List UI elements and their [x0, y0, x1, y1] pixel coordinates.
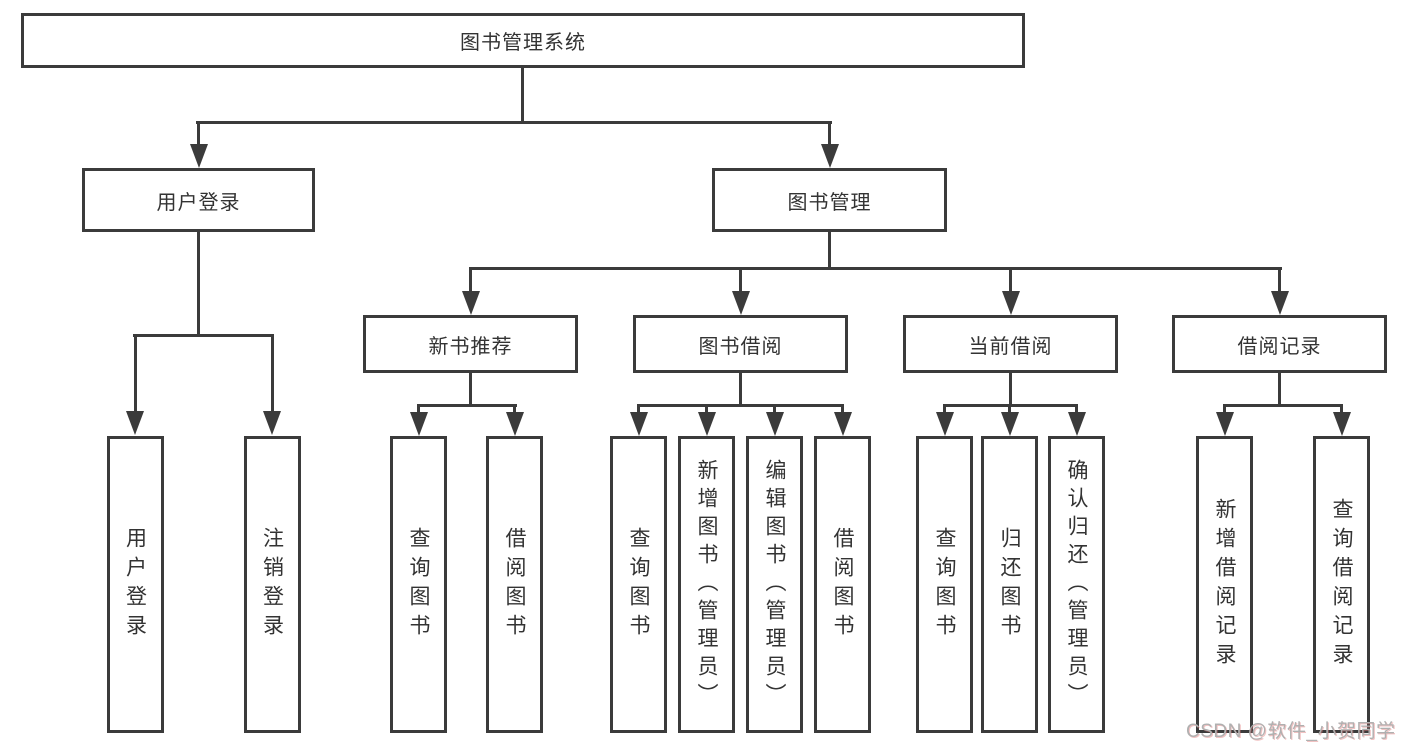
- leaf-logout: 注销登录: [243, 436, 301, 733]
- connector-stem: [739, 373, 742, 407]
- connector-stem: [943, 404, 946, 413]
- leaf-label: 查询借阅记录: [1330, 497, 1353, 672]
- connector-stem: [1075, 404, 1078, 413]
- leaf-borrow-books-recommend: 借阅图书: [486, 436, 543, 733]
- connector-stem: [270, 334, 274, 411]
- connector-userlogin-stem: [197, 232, 200, 337]
- node-user-login: 用户登录: [82, 168, 315, 232]
- connector-root-stem: [521, 68, 524, 124]
- leaf-add-borrow-record: 新增借阅记录: [1196, 436, 1253, 733]
- connector-stem: [133, 334, 137, 411]
- connector-userlogin-hline: [133, 334, 274, 337]
- connector-stem: [469, 373, 472, 407]
- node-label: 图书管理: [787, 191, 872, 214]
- leaf-label: 用户登录: [123, 526, 147, 643]
- leaf-label: 借阅图书: [503, 526, 526, 643]
- connector-stem: [1009, 267, 1012, 293]
- arrow-down-icon: [409, 412, 428, 436]
- node-borrow-records: 借阅记录: [1172, 315, 1387, 373]
- arrow-down-icon: [1067, 412, 1086, 436]
- connector-stem: [841, 404, 844, 413]
- connector-stem: [417, 404, 420, 413]
- leaf-label: 借阅图书: [831, 526, 854, 643]
- leaf-edit-book-admin: 编辑图书（管理员）: [746, 436, 803, 733]
- leaf-label: 归还图书: [998, 526, 1021, 643]
- arrow-down-icon: [263, 411, 281, 435]
- leaf-query-books-current: 查询图书: [916, 436, 973, 733]
- node-library-management-system: 图书管理系统: [21, 13, 1025, 68]
- arrow-down-icon: [461, 291, 480, 315]
- leaf-label: 查询图书: [933, 526, 956, 643]
- connector-stem: [1278, 267, 1281, 293]
- leaf-label: 查询图书: [627, 526, 650, 643]
- leaf-label: 新增图书（管理员）: [695, 458, 718, 711]
- leaf-query-borrow-record: 查询借阅记录: [1313, 436, 1370, 733]
- connector-stem: [1223, 404, 1226, 413]
- node-current-borrow: 当前借阅: [903, 315, 1118, 373]
- connector-hline: [637, 404, 844, 407]
- leaf-query-books-recommend: 查询图书: [390, 436, 447, 733]
- node-label: 当前借阅: [968, 335, 1053, 358]
- arrow-down-icon: [505, 412, 524, 436]
- watermark: CSDN @软件_小贺同学: [1186, 721, 1396, 742]
- arrow-down-icon: [820, 144, 839, 168]
- leaf-label: 编辑图书（管理员）: [763, 458, 786, 711]
- node-label: 借阅记录: [1237, 335, 1322, 358]
- leaf-user-login: 用户登录: [106, 436, 164, 733]
- arrow-down-icon: [1332, 412, 1351, 436]
- connector-stem: [1009, 373, 1012, 407]
- leaf-return-books: 归还图书: [981, 436, 1038, 733]
- node-book-borrow: 图书借阅: [633, 315, 848, 373]
- node-label: 图书借阅: [698, 335, 783, 358]
- node-label: 图书管理系统: [460, 32, 586, 54]
- connector-bookmgmt-hline: [469, 267, 1282, 270]
- connector-stem: [1008, 404, 1011, 413]
- arrow-down-icon: [935, 412, 954, 436]
- leaf-label: 新增借阅记录: [1213, 497, 1236, 672]
- connector-stem: [739, 267, 742, 293]
- connector-stem: [197, 121, 200, 147]
- connector-bookmgmt-stem: [828, 232, 831, 270]
- arrow-down-icon: [833, 412, 852, 436]
- connector-hline: [417, 404, 517, 407]
- connector-stem: [513, 404, 516, 413]
- node-new-book-recommend: 新书推荐: [363, 315, 578, 373]
- connector-stem: [773, 404, 776, 413]
- arrow-down-icon: [765, 412, 784, 436]
- connector-root-hline: [196, 121, 832, 124]
- leaf-label: 查询图书: [407, 526, 430, 643]
- arrow-down-icon: [1001, 291, 1020, 315]
- leaf-label: 确认归还（管理员）: [1065, 458, 1088, 711]
- connector-stem: [469, 267, 472, 293]
- node-label: 新书推荐: [428, 335, 513, 358]
- arrow-down-icon: [1000, 412, 1019, 436]
- leaf-label: 注销登录: [260, 526, 284, 643]
- node-label: 用户登录: [156, 191, 241, 214]
- arrow-down-icon: [731, 291, 750, 315]
- connector-stem: [1278, 373, 1281, 407]
- arrow-down-icon: [126, 411, 144, 435]
- leaf-borrow-books: 借阅图书: [814, 436, 871, 733]
- arrow-down-icon: [189, 144, 208, 168]
- arrow-down-icon: [1270, 291, 1289, 315]
- connector-stem: [1340, 404, 1343, 413]
- arrow-down-icon: [629, 412, 648, 436]
- arrow-down-icon: [697, 412, 716, 436]
- connector-hline: [1223, 404, 1343, 407]
- connector-stem: [637, 404, 640, 413]
- leaf-add-book-admin: 新增图书（管理员）: [678, 436, 735, 733]
- connector-stem: [705, 404, 708, 413]
- connector-stem: [828, 121, 831, 147]
- node-book-management: 图书管理: [712, 168, 947, 232]
- leaf-query-books-borrow: 查询图书: [610, 436, 667, 733]
- leaf-confirm-return-admin: 确认归还（管理员）: [1048, 436, 1105, 733]
- arrow-down-icon: [1215, 412, 1234, 436]
